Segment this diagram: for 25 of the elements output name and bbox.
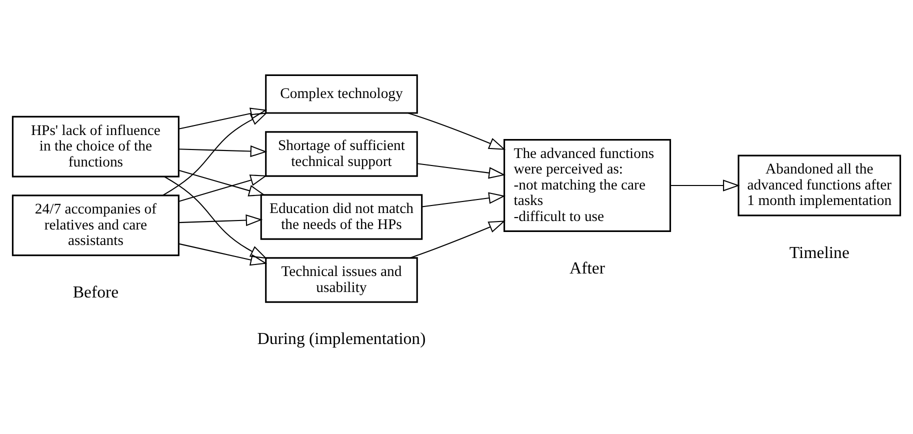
node-box: 24/7 accompanies of relatives and care assistants	[12, 194, 180, 256]
label: During (implementation)	[257, 328, 426, 348]
arrow	[162, 112, 268, 196]
node-box: Education did not match the needs of the HPs	[260, 194, 423, 240]
arrow	[178, 243, 268, 266]
label: Before	[72, 282, 119, 302]
arrow	[422, 192, 506, 208]
arrow	[410, 220, 506, 258]
arrow	[417, 163, 506, 179]
arrow	[670, 180, 740, 192]
node-box: Complex technology	[265, 74, 418, 114]
node-box: Shortage of sufficient technical support	[265, 131, 418, 177]
arrow	[178, 108, 268, 130]
arrow	[178, 174, 268, 202]
node-box: Abandoned all the advanced functions after 1 month implementation	[738, 154, 902, 216]
arrow	[178, 145, 268, 158]
node-box: Technical issues and usability	[265, 257, 418, 303]
arrow	[164, 176, 268, 259]
label: After	[570, 258, 605, 278]
node-box: The advanced functions were perceived as: -not matching the care tasks -difficult to use	[504, 139, 672, 232]
arrow	[178, 170, 266, 196]
arrow	[408, 112, 506, 150]
arrow	[178, 214, 263, 226]
label: Timeline	[789, 242, 850, 262]
node-box: HPs' lack of influence in the choice of the functions	[12, 116, 180, 178]
